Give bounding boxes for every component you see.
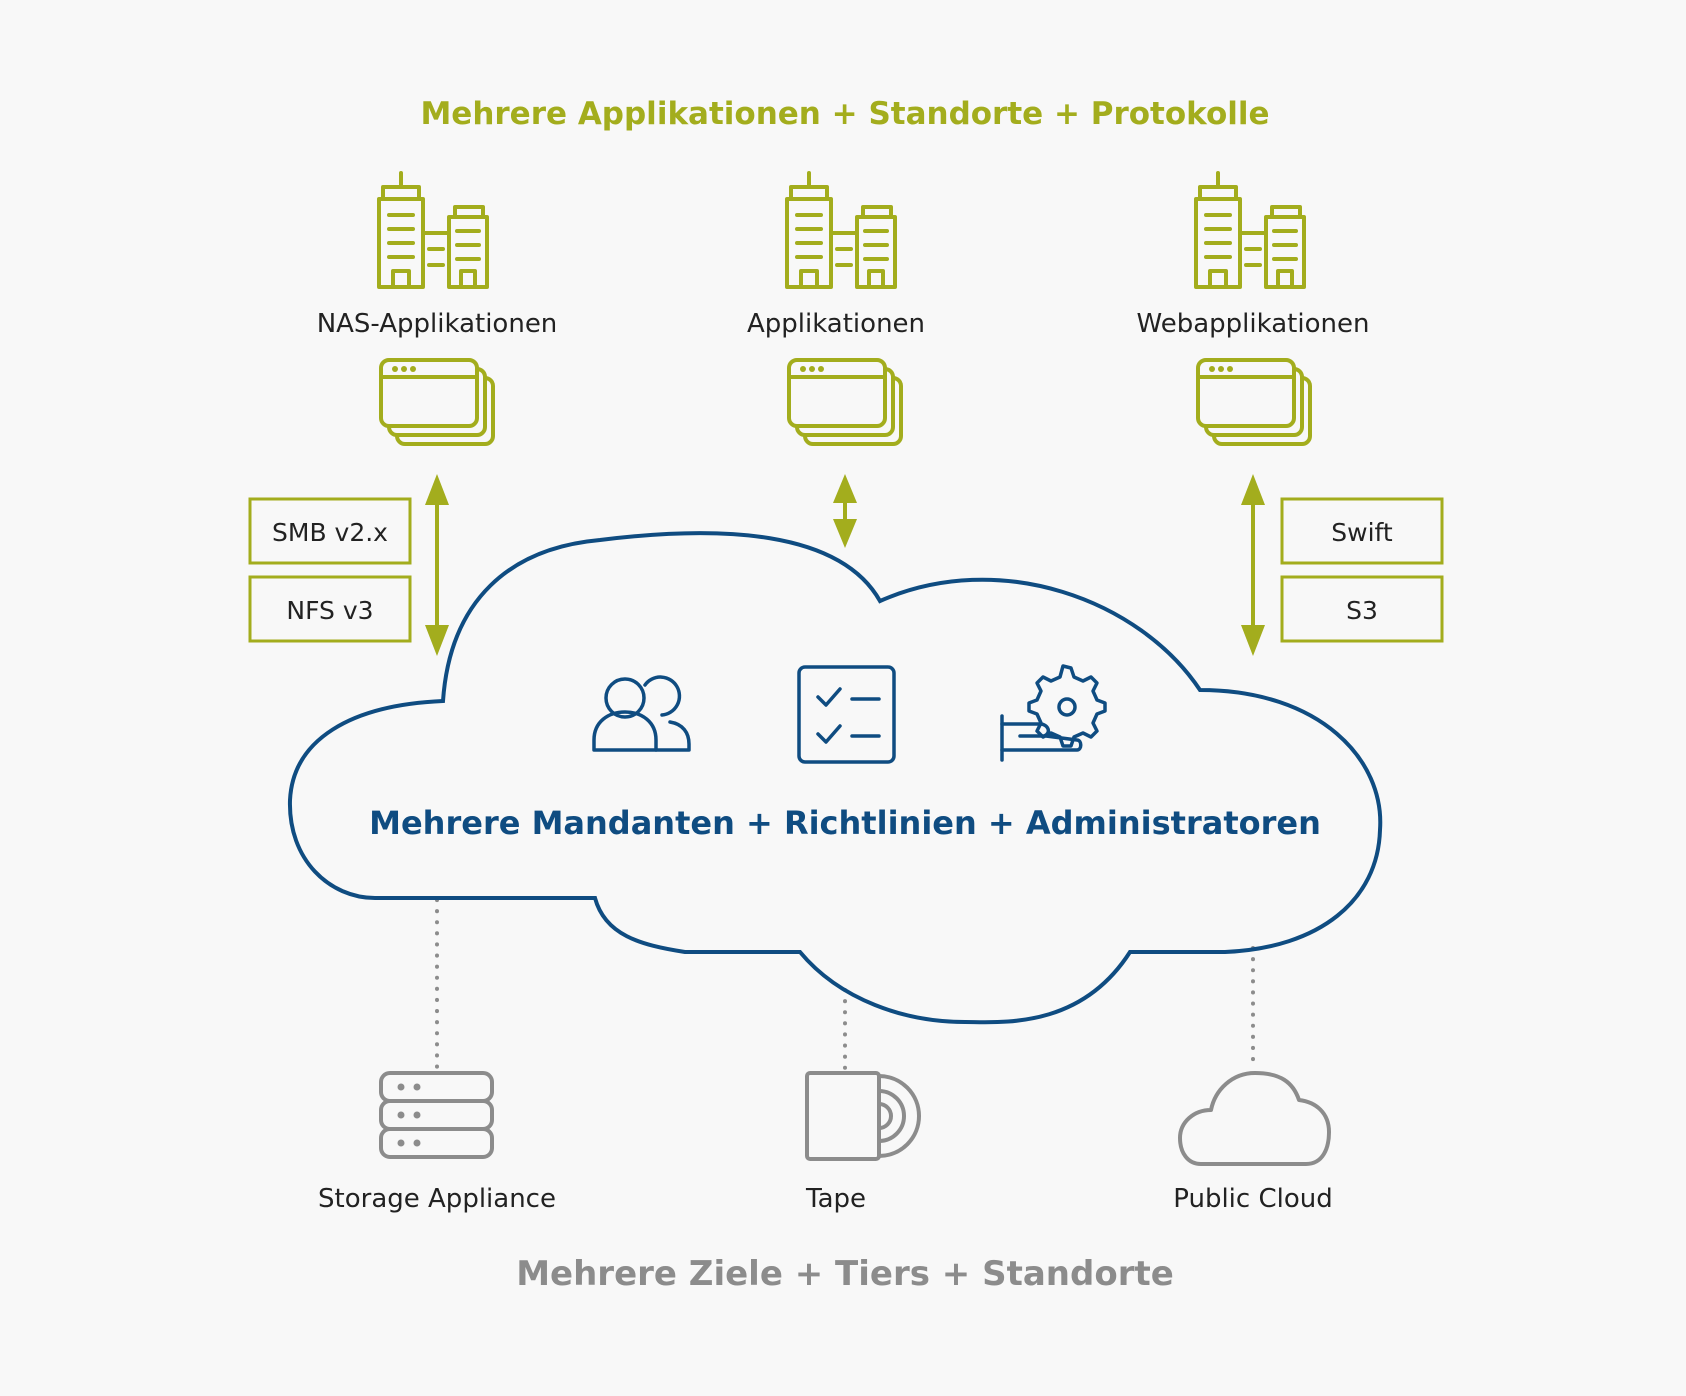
- app-label-web: Webapplikationen: [1137, 309, 1370, 339]
- application-window-stack-icon: [1196, 358, 1312, 446]
- office-building-icon: [377, 171, 489, 289]
- svg-text:S3: S3: [1346, 596, 1378, 625]
- double-arrow-left: [425, 474, 449, 656]
- office-building-icon: [1194, 171, 1306, 289]
- cloud-icon: [1178, 1071, 1331, 1166]
- app-label-nas: NAS-Applikationen: [317, 309, 558, 339]
- protocol-box-nfs: NFS v3: [248, 575, 412, 643]
- protocol-box-swift: Swift: [1280, 497, 1444, 565]
- application-window-stack-icon: [379, 358, 495, 446]
- app-label-applikationen: Applikationen: [747, 309, 925, 339]
- svg-text:Swift: Swift: [1331, 518, 1393, 547]
- application-window-stack-icon: [787, 358, 903, 446]
- admin-gear-hand-icon: [1000, 664, 1107, 762]
- users-icon: [592, 675, 691, 752]
- applications-title: Mehrere Applikationen + Standorte + Prot…: [420, 96, 1269, 132]
- protocol-box-s3: S3: [1280, 575, 1444, 643]
- dotted-connector: [435, 898, 1255, 1072]
- office-building-icon: [785, 171, 897, 289]
- targets-title: Mehrere Ziele + Tiers + Standorte: [516, 1254, 1174, 1294]
- double-arrow-right: [1241, 474, 1265, 656]
- svg-text:NFS v3: NFS v3: [286, 596, 373, 625]
- double-arrow-middle: [833, 474, 857, 548]
- protocol-box-smb: SMB v2.x: [248, 497, 412, 565]
- svg-text:SMB v2.x: SMB v2.x: [272, 518, 388, 547]
- checklist-icon: [797, 665, 896, 764]
- target-label-storage: Storage Appliance: [318, 1184, 556, 1214]
- tape-reel-icon: [805, 1071, 921, 1161]
- server-stack-icon: [379, 1071, 494, 1159]
- target-label-tape: Tape: [805, 1184, 866, 1214]
- tenant-cloud: [287, 531, 1383, 1025]
- target-label-cloud: Public Cloud: [1173, 1184, 1332, 1214]
- cloud-title: Mehrere Mandanten + Richtlinien + Admini…: [369, 804, 1321, 842]
